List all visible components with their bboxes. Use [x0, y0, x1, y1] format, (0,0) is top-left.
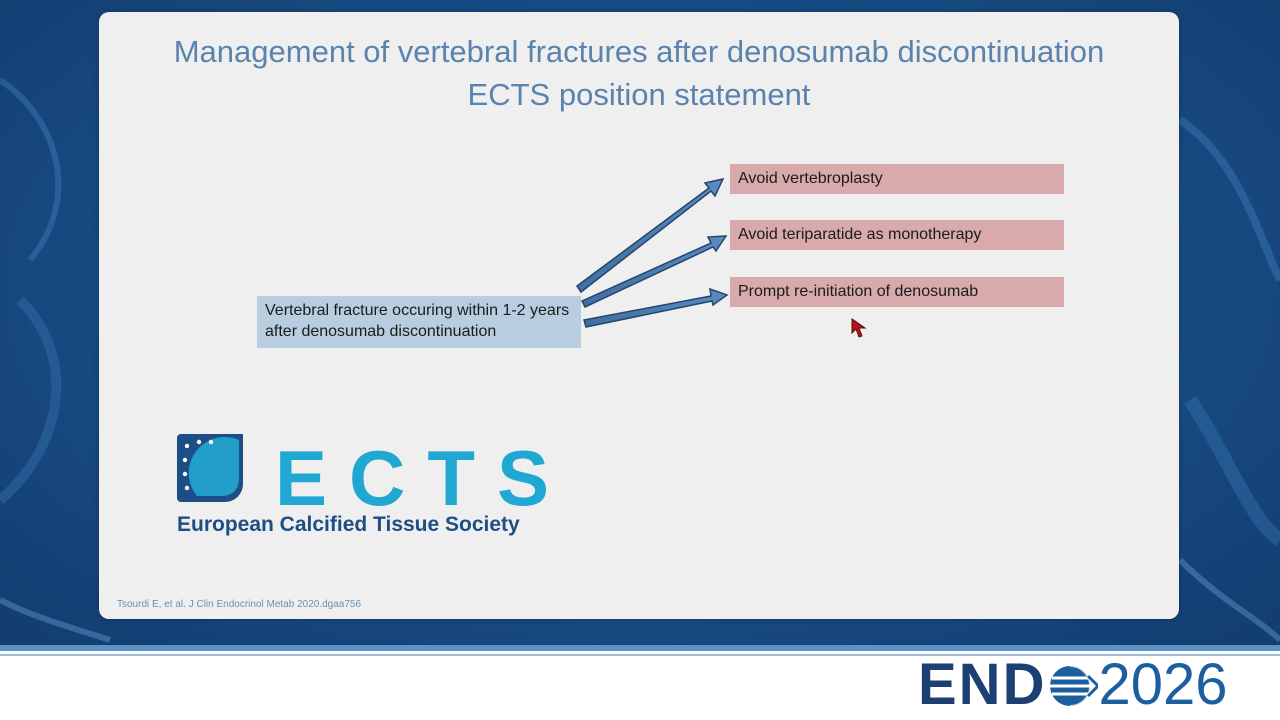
ects-logo: ECTS European Calcified Tissue Society [177, 432, 549, 542]
globe-icon [1050, 665, 1099, 707]
slide: Management of vertebral fractures after … [99, 12, 1179, 619]
arrow-right-icon [580, 235, 728, 308]
arrow-right-icon [575, 177, 725, 294]
endo-brand-year: 2026 [1098, 652, 1228, 717]
endo-2026-logo: END 2026 [918, 655, 1228, 715]
background-pattern [0, 77, 1280, 643]
footer-divider [0, 645, 1280, 651]
arrow-group [575, 177, 729, 328]
ects-full-name: European Calcified Tissue Society [177, 513, 520, 536]
outcome-box-2: Avoid teriparatide as monotherapy [730, 220, 1064, 250]
citation: Tsourdi E, et al. J Clin Endocrinol Meta… [117, 599, 362, 610]
slide-title: Management of vertebral fractures after … [99, 30, 1179, 116]
footer-divider-thin [0, 654, 1280, 656]
outcome-box-1: Avoid vertebroplasty [730, 164, 1064, 194]
cursor-icon [851, 318, 867, 338]
slide-title-line1: Management of vertebral fractures after … [173, 34, 1105, 69]
footer-bar: END 2026 [0, 645, 1280, 720]
endo-brand-word: END [918, 652, 1047, 717]
outcome-box-3: Prompt re-initiation of denosumab [730, 277, 1064, 307]
ects-logo-mark-icon [177, 434, 243, 502]
source-condition-box: Vertebral fracture occuring within 1-2 y… [257, 296, 581, 348]
arrow-right-icon [583, 287, 729, 328]
ects-acronym: ECTS [275, 434, 572, 522]
slide-title-line2: ECTS position statement [467, 77, 811, 112]
